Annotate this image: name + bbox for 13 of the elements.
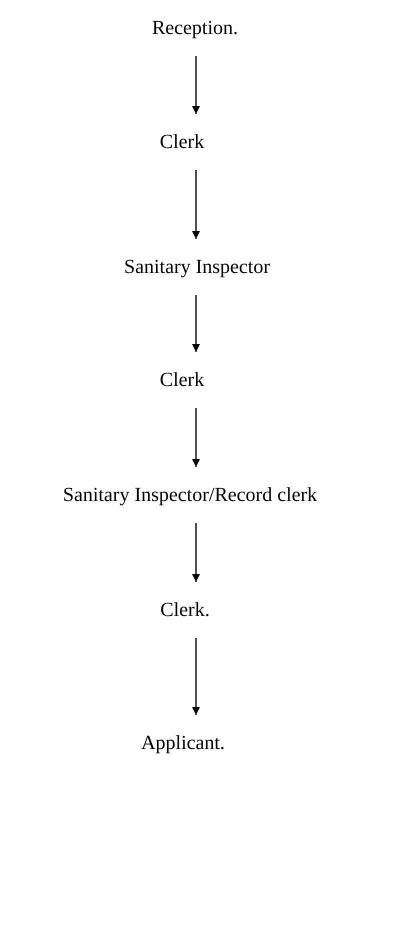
step-label: Clerk: [160, 368, 204, 392]
arrow: [192, 638, 200, 715]
arrow: [192, 523, 200, 582]
arrow: [192, 408, 200, 467]
step-label: Applicant.: [141, 731, 225, 755]
step-label: Clerk: [160, 130, 204, 154]
arrow: [192, 56, 200, 114]
step-label: Reception.: [152, 16, 238, 40]
arrow: [192, 295, 200, 352]
step-label: Sanitary Inspector: [124, 255, 270, 279]
arrow: [192, 170, 200, 239]
step-label: Clerk.: [160, 598, 210, 622]
step-label: Sanitary Inspector/Record clerk: [62, 483, 318, 507]
